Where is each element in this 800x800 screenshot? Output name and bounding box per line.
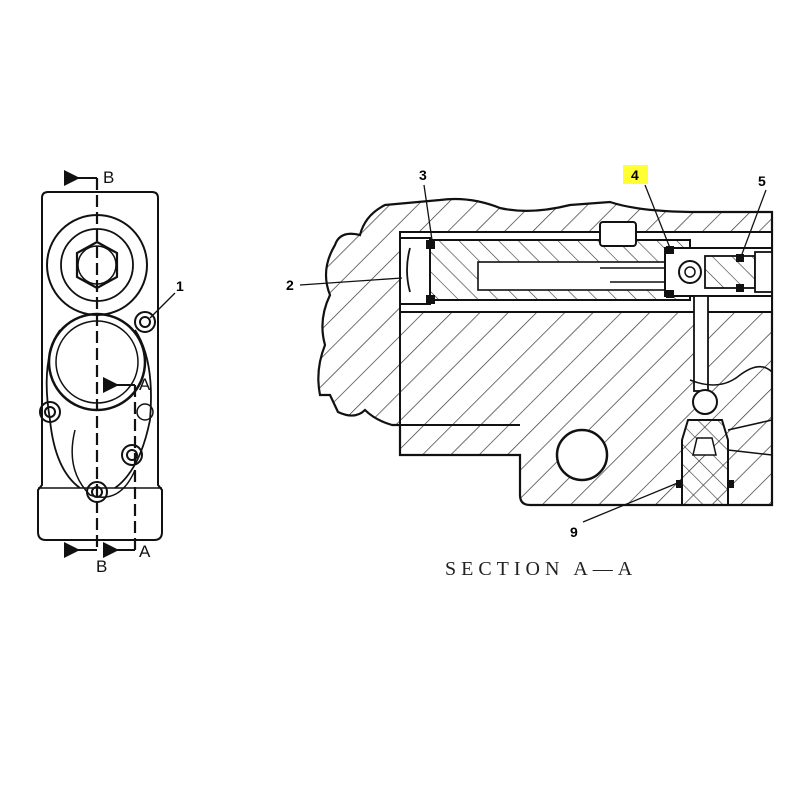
view-label-b-top: B [103, 168, 114, 187]
leader-line-5 [741, 189, 767, 255]
callout-2: 2 [286, 277, 294, 293]
large-port [47, 312, 147, 412]
bolt-2 [39, 401, 61, 423]
lower-plug [681, 419, 729, 506]
callout-5: 5 [758, 173, 766, 189]
bolt-3 [121, 444, 143, 466]
leader-line-3 [423, 184, 433, 241]
view-label-a-mid: A [139, 375, 151, 394]
callout-1: 1 [176, 278, 184, 294]
round-port [555, 428, 609, 482]
leader-line-2 [299, 277, 403, 286]
section-view [317, 197, 774, 507]
view-label-a-bottom: A [139, 542, 151, 561]
callout-3: 3 [419, 167, 427, 183]
bolt-1 [134, 311, 156, 333]
view-label-b-bottom: B [96, 557, 107, 576]
section-title: SECTION A—A [445, 558, 637, 580]
end-view [37, 170, 163, 558]
callout-9: 9 [570, 524, 578, 540]
end-view-outline [37, 191, 163, 541]
callout-4-highlight [623, 165, 648, 184]
leader-line-4 [644, 184, 671, 249]
leader-line-9 [582, 481, 681, 523]
leader-line-1 [149, 292, 176, 319]
callout-4: 4 [631, 167, 639, 183]
